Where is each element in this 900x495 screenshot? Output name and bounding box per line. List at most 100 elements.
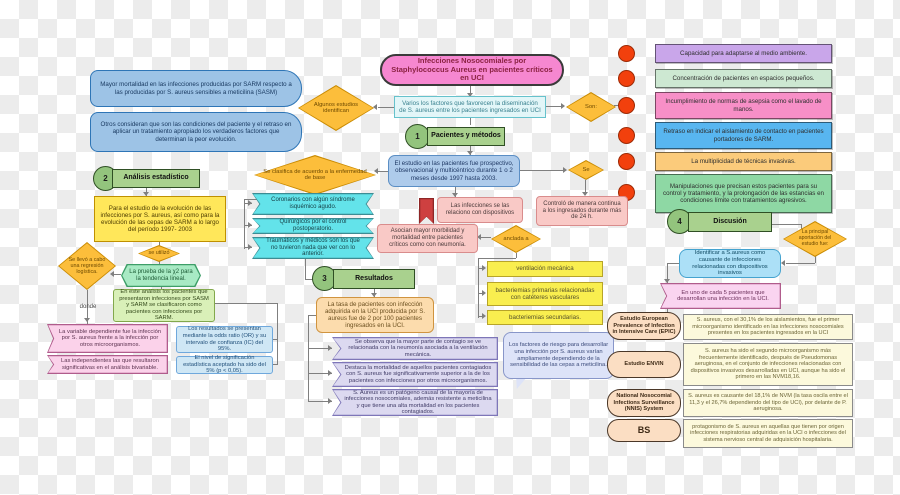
donde-label: donde bbox=[79, 303, 97, 310]
connector bbox=[470, 117, 471, 125]
bullet-icon bbox=[618, 127, 635, 144]
claim-sarm-mortality: Mayor mortalidad en las infecciones prod… bbox=[90, 70, 302, 107]
claim-patient-conditions: Otros consideran que son las condiciones… bbox=[90, 112, 302, 152]
connector-diamond-algunos-estudios: Algunos estudios identifican bbox=[298, 85, 374, 131]
arrowhead bbox=[467, 93, 473, 97]
arrowhead bbox=[110, 271, 114, 277]
map-title: Infecciones Nosocomiales por Staphylococ… bbox=[380, 54, 564, 86]
connector-diamond-anclada: anclada a bbox=[491, 225, 541, 253]
connector bbox=[272, 364, 277, 365]
factor-item: Manipulaciones que precisan estos pacien… bbox=[655, 174, 832, 213]
flag-fill bbox=[253, 194, 373, 214]
connector bbox=[478, 258, 516, 259]
connector bbox=[546, 106, 564, 107]
flag-label: Coronarios con algún síndrome isquémico … bbox=[271, 197, 355, 210]
arrowhead bbox=[371, 293, 377, 297]
arrowhead bbox=[467, 151, 473, 155]
connector bbox=[308, 401, 332, 402]
connector bbox=[478, 316, 484, 317]
connector bbox=[159, 242, 160, 246]
connector bbox=[667, 263, 668, 283]
arrowhead bbox=[664, 279, 670, 283]
diamond-label: La principal aportación del estudio fue: bbox=[798, 229, 832, 247]
flag-fill bbox=[333, 363, 497, 386]
hexagon-label: La prueba de la χ2 para la tendencia lin… bbox=[129, 268, 193, 282]
factor-item: Capacidad para adaptarse al medio ambien… bbox=[655, 44, 832, 63]
diamond-label: Se bbox=[582, 166, 590, 173]
diamond-fill bbox=[569, 161, 603, 179]
flag-fill bbox=[661, 284, 780, 308]
significance-box: El nivel de significación estadística ac… bbox=[176, 355, 273, 374]
factor-item: Concentración de pacientes en espacios p… bbox=[655, 69, 832, 88]
connector bbox=[478, 293, 484, 294]
bullet-icon bbox=[618, 153, 635, 170]
connector-diamond-se: Se bbox=[568, 160, 604, 180]
section-header-metodos: Pacientes y métodos bbox=[427, 127, 505, 146]
connector bbox=[470, 86, 471, 96]
connector bbox=[772, 224, 802, 225]
connector bbox=[161, 287, 162, 290]
group-quirurgicos: Quirúrgicos por el control postoperatori… bbox=[252, 218, 374, 234]
anchor-bacteriemias-primarias: bacteriemias primarias relacionadas con … bbox=[487, 282, 603, 306]
flag-label: Traumáticos y médicos son los que no tuv… bbox=[266, 237, 360, 258]
connector bbox=[305, 279, 313, 280]
flag-label: En uno de cada 5 pacientes que desarroll… bbox=[677, 289, 769, 302]
arrowhead bbox=[561, 103, 565, 109]
section-number-4: 4 bbox=[667, 209, 692, 234]
study-label-bs: BS bbox=[607, 419, 681, 442]
flag-fill bbox=[48, 356, 167, 373]
connector bbox=[215, 303, 277, 304]
factor-item: La multiplicidad de técnicas invasivas. bbox=[655, 152, 832, 171]
section-header-discusion: Discusión bbox=[688, 212, 772, 232]
bullet-icon bbox=[618, 70, 635, 87]
main-contribution-box: Identificar a S.aureus como causante de … bbox=[679, 249, 781, 278]
arrowhead bbox=[477, 234, 481, 240]
connector bbox=[478, 268, 484, 269]
hexagon-fill bbox=[122, 265, 200, 286]
diamond-label: se utilizó bbox=[148, 250, 170, 257]
bullet-icon bbox=[618, 45, 635, 62]
connector-diamond-son: Son: bbox=[566, 92, 616, 122]
flag-label: Las independientes las que resultaron si… bbox=[61, 358, 159, 371]
arrowhead bbox=[563, 167, 567, 173]
connector-diamond-regresion: Se llevó a cabo una regresión logística. bbox=[58, 242, 116, 290]
flag-label: Quirúrgicos por el control postoperatori… bbox=[279, 219, 347, 232]
diamond-label: Se clasifica de acuerdo a la enfermedad … bbox=[263, 168, 367, 181]
flag-fill bbox=[333, 338, 497, 359]
devices-note: Las infecciones se las relaciono con dis… bbox=[437, 197, 523, 223]
diamond-label: Algunos estudios identifican bbox=[313, 101, 359, 114]
arrowhead bbox=[781, 260, 785, 266]
connector bbox=[87, 290, 88, 324]
section-header-resultados: Resultados bbox=[333, 269, 415, 289]
connector bbox=[308, 315, 316, 316]
study-label-epic: Estudio European Prevalence of Infection… bbox=[607, 312, 681, 340]
connector bbox=[667, 309, 668, 313]
arrowhead bbox=[248, 244, 252, 250]
finding-patogeno: S. Aureus es un patógeno causal de la ma… bbox=[332, 389, 498, 416]
study-label-nnis: National Nosocomial Infections Surveilla… bbox=[607, 389, 681, 417]
arrowhead bbox=[328, 398, 332, 404]
factor-item: Incumplimiento de normas de asepsia como… bbox=[655, 92, 832, 119]
risk-factors-bubble: Los factores de riesgo para desarrollar … bbox=[503, 332, 614, 379]
connector bbox=[378, 171, 388, 172]
section-header-analisis: Análisis estadístico bbox=[112, 169, 200, 188]
flag-fill bbox=[253, 238, 373, 258]
group-traumaticos: Traumáticos y médicos son los que no tuv… bbox=[252, 237, 374, 259]
morbidity-note: Asocian mayor morbilidad y mortalidad en… bbox=[377, 224, 478, 253]
connector-diamond-aportacion: La principal aportación del estudio fue: bbox=[783, 221, 847, 257]
one-in-five-box: En uno de cada 5 pacientes que desarroll… bbox=[660, 283, 781, 309]
connector bbox=[378, 107, 394, 108]
anchor-bacteriemias-secundarias: bacteriemias secundarias. bbox=[487, 310, 603, 325]
study-finding-envin: S. aureus ha sido el segundo microorgani… bbox=[683, 343, 853, 386]
connector bbox=[786, 263, 815, 264]
connector bbox=[667, 263, 679, 264]
connector bbox=[478, 258, 479, 318]
group-coronarios: Coronarios con algún síndrome isquémico … bbox=[252, 193, 374, 215]
dependent-variable-box: La variable dependiente fue la infección… bbox=[47, 324, 168, 353]
connector bbox=[520, 170, 566, 171]
factor-item: Retraso en indicar el aislamiento de con… bbox=[655, 122, 832, 149]
flag-fill bbox=[333, 390, 497, 415]
bubble-tail bbox=[511, 378, 527, 389]
connector bbox=[480, 237, 491, 238]
